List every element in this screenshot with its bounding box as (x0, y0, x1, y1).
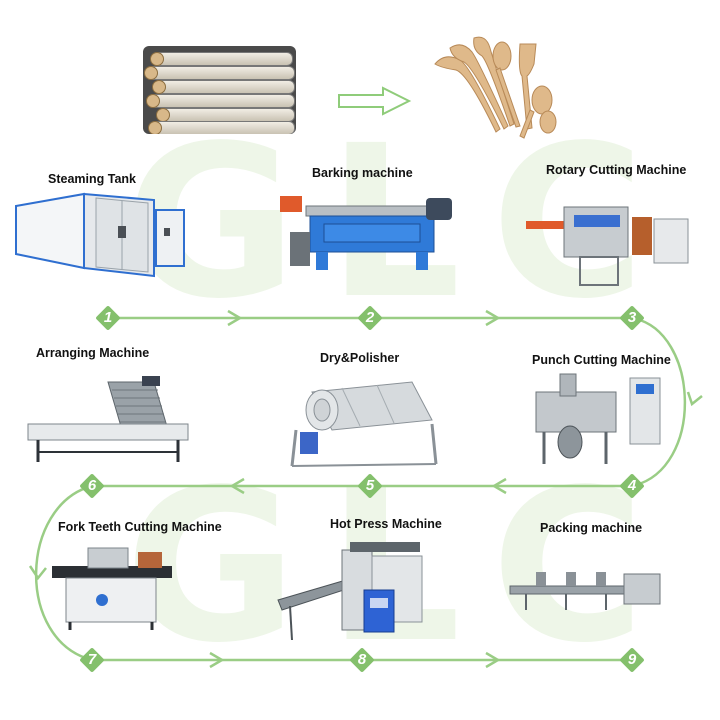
arrowhead-7 (209, 651, 225, 669)
rotary-cutting-machine-image (526, 206, 689, 286)
arrowhead-3 (686, 391, 703, 407)
outline-right-arrow-icon (338, 86, 412, 116)
fork-teeth-cutting-machine-image (52, 547, 172, 630)
step-8-label: Hot Press Machine (330, 517, 442, 531)
arrowhead-8 (485, 651, 501, 669)
arrowhead-1 (227, 309, 243, 327)
step-3-label: Rotary Cutting Machine (546, 163, 687, 177)
dry-polisher-image (290, 381, 438, 467)
step-3-node: 3 (619, 305, 645, 331)
step-9-label: Packing machine (540, 521, 643, 535)
step-1-label: Steaming Tank (48, 172, 136, 186)
arrowhead-2 (485, 309, 501, 327)
step-4-node: 4 (619, 473, 645, 499)
arrowhead-6 (28, 565, 47, 581)
step-1-node: 1 (95, 305, 121, 331)
punch-cutting-machine-image (535, 373, 661, 464)
step-5-node: 5 (357, 473, 383, 499)
arranging-machine-image (27, 376, 189, 462)
packing-machine-image (509, 572, 661, 610)
arrowhead-5 (229, 477, 245, 495)
steaming-tank-image (15, 192, 185, 278)
wooden-cutlery-icon (434, 36, 557, 139)
step-5-label: Dry&Polisher (320, 351, 400, 365)
barking-machine-image (280, 196, 452, 270)
step-4-label: Punch Cutting Machine (532, 353, 671, 367)
hot-press-machine-image (277, 542, 423, 641)
step-9-node: 9 (619, 647, 645, 673)
step-7-node: 7 (79, 647, 105, 673)
step-2-label: Barking machine (312, 166, 413, 180)
arrowhead-4 (491, 477, 507, 495)
birch-logs-photo (143, 46, 296, 134)
step-6-label: Arranging Machine (36, 346, 150, 360)
step-7-label: Fork Teeth Cutting Machine (58, 520, 222, 534)
step-2-node: 2 (357, 305, 383, 331)
flow-curve-left (34, 484, 94, 662)
flow-curve-right (630, 316, 687, 488)
step-8-node: 8 (349, 647, 375, 673)
step-6-node: 6 (79, 473, 105, 499)
